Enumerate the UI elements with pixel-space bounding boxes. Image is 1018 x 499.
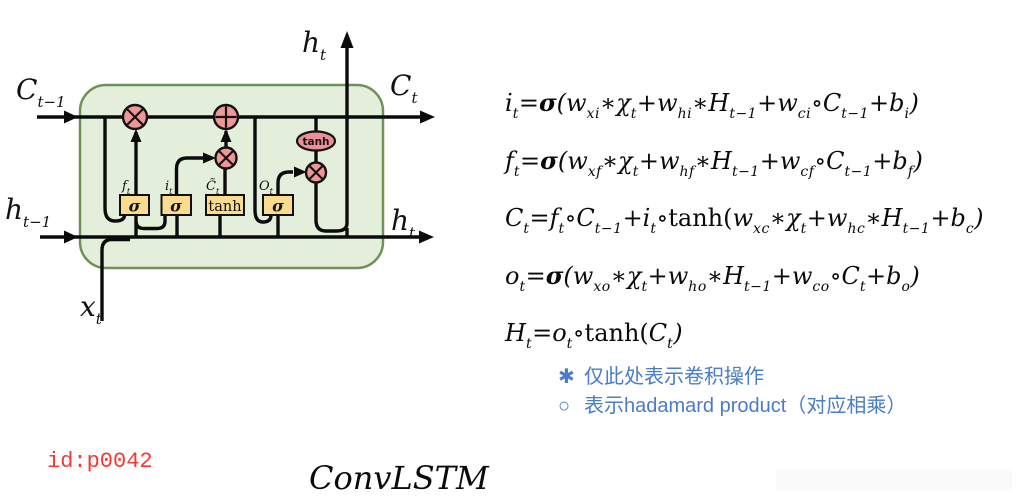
equation-hidden-state: Ht=ot∘tanh(Ct) [505, 319, 683, 352]
conv-asterisk-icon: ✱ [558, 366, 575, 388]
output-sigma-label: σ [272, 197, 284, 216]
lstm-diagram-svg: tanh σ σ tanh σ ft it C̃t Ot Ct−1 ht−1 x… [5, 26, 435, 328]
hidden-entry-arrow-icon [64, 230, 78, 244]
cell-exit-arrow-icon [420, 110, 435, 124]
equation-input-gate: it=σ(wxi∗χt+whi∗Ht−1+wci∘Ct−1+bi) [505, 88, 919, 122]
watermark-strip [776, 469, 1012, 490]
multiply-icon [308, 164, 324, 181]
gate-boxes: σ σ tanh σ [119, 194, 294, 216]
multiply-icon [217, 149, 235, 167]
input-gate-box [160, 194, 192, 216]
multiply-icon [125, 107, 145, 127]
peephole-right-line [253, 117, 273, 224]
gate-name-labels: ft it C̃t Ot [121, 178, 274, 196]
input-line [100, 237, 130, 321]
peephole-left-line [103, 117, 127, 223]
input-gate-output-line [174, 156, 203, 195]
hidden-exit-arrow-icon [419, 230, 434, 244]
forget-gate-box [119, 194, 150, 216]
note-convolution: ✱ 仅此处表示卷积操作 [558, 363, 906, 392]
input-right-arrow-icon [203, 152, 216, 164]
label-c-out: Ct [390, 69, 418, 107]
hidden-output-line [314, 48, 349, 233]
label-h-prev: ht−1 [5, 193, 51, 231]
equations-block: it=σ(wxi∗χt+whi∗Ht−1+wci∘Ct−1+bi) ft=σ(w… [505, 80, 984, 368]
cell-entry-arrow-icon [64, 110, 78, 124]
equation-forget-gate: ft=σ(wxf∗χt+whf∗Ht−1+wcf∘Ct−1+bf) [505, 145, 923, 180]
label-c-prev: Ct−1 [16, 73, 66, 111]
note-hadamard-text: 表示hadamard product（对应相乘） [584, 395, 907, 417]
add-node [212, 103, 240, 131]
tanh-ellipse-node: tanh [295, 130, 337, 152]
forget-gate-name: ft [121, 179, 131, 196]
input-gate-name: it [165, 179, 173, 196]
add-up-arrow-icon [220, 129, 232, 142]
page-title: ConvLSTM [309, 459, 489, 497]
forget-multiply-node [121, 103, 149, 131]
output-gate-name: Ot [259, 179, 274, 196]
candidate-gate-name: C̃t [206, 178, 220, 196]
notes-block: ✱ 仅此处表示卷积操作 ○ 表示hadamard product（对应相乘） [558, 363, 906, 421]
equation-cell-state: Ct=ft∘Ct−1+it∘tanh(wxc∗χt+whc∗Ht−1+bc) [505, 204, 984, 237]
label-h-right: ht [391, 204, 416, 242]
id-tag: id:p0042 [47, 449, 153, 474]
output-right-arrow-icon [294, 166, 307, 178]
output-gate-box [262, 194, 294, 216]
candidate-gate-box [205, 194, 245, 216]
candidate-multiply-node [214, 146, 238, 170]
arrowheads [64, 31, 435, 244]
forget-sigma-label: σ [129, 197, 141, 216]
hidden-top-arrow-icon [340, 31, 354, 48]
input-sigma-label: σ [170, 197, 182, 216]
forget-up-arrow-icon [130, 129, 142, 142]
wires [37, 48, 421, 321]
label-x-input: xt [80, 290, 103, 328]
equation-output-gate: ot=σ(wxo∗χt+who∗Ht−1+wco∘Ct+bo) [505, 260, 920, 295]
io-labels: Ct−1 ht−1 xt ht Ct ht [5, 26, 418, 328]
operation-nodes: tanh [121, 103, 337, 184]
plus-icon [215, 106, 237, 128]
note-convolution-text: 仅此处表示卷积操作 [584, 366, 764, 388]
label-h-top: ht [302, 26, 327, 64]
input-gate-branch-line [134, 215, 167, 231]
hadamard-circle-icon: ○ [558, 395, 571, 417]
output-gate-output-line [276, 170, 293, 195]
tanh-ellipse-label: tanh [302, 136, 329, 148]
note-hadamard: ○ 表示hadamard product（对应相乘） [558, 392, 906, 421]
candidate-tanh-label: tanh [208, 199, 241, 215]
output-multiply-node [304, 161, 328, 184]
cell-box [78, 83, 385, 270]
